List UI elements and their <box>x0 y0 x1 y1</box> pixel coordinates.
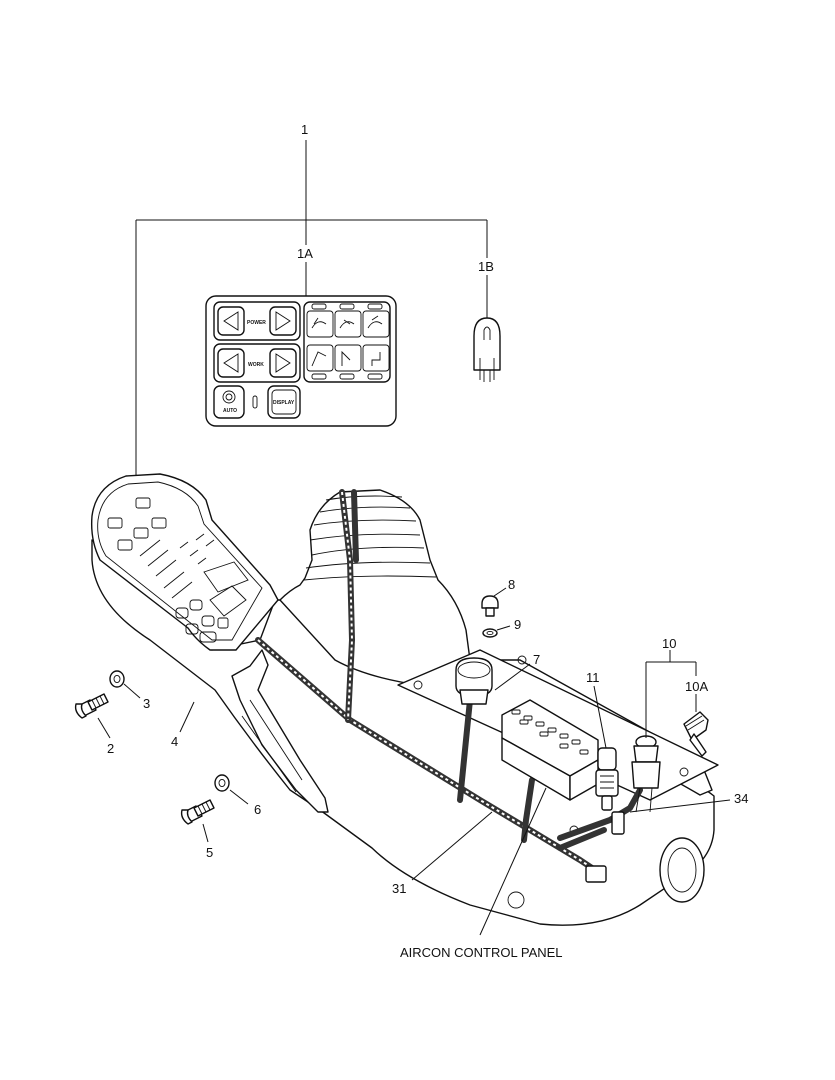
bulb-1b <box>473 317 501 382</box>
callout-labels: 1 1A 1B 2 3 4 5 6 7 8 9 10 10A 11 31 34 … <box>107 122 748 960</box>
callout-6: 6 <box>254 802 261 817</box>
callout-8: 8 <box>508 577 515 592</box>
callout-7: 7 <box>533 652 540 667</box>
aircon-control-panel <box>501 699 599 801</box>
callout-4: 4 <box>171 734 178 749</box>
callout-1a: 1A <box>297 246 313 261</box>
part-5-screw <box>180 799 215 825</box>
wire-harness-31 <box>255 489 643 883</box>
callout-31: 31 <box>392 881 406 896</box>
callout-5: 5 <box>206 845 213 860</box>
callout-34: 34 <box>734 791 748 806</box>
work-label: WORK <box>248 362 264 368</box>
part-3-washer <box>109 670 125 688</box>
callout-10: 10 <box>662 636 676 651</box>
callout-9: 9 <box>514 617 521 632</box>
part-10-key-switch <box>631 735 661 813</box>
part-2-screw <box>74 693 109 719</box>
part-9-washer <box>482 628 498 638</box>
power-label: POWER <box>247 320 266 326</box>
leader-lines <box>97 587 731 936</box>
part-8-screw <box>481 595 499 617</box>
part-10a-key <box>683 711 709 757</box>
part-6-washer <box>214 774 230 792</box>
part-7-knob <box>455 657 493 705</box>
callout-11: 11 <box>586 670 600 685</box>
console-body <box>90 473 719 926</box>
callout-1b: 1B <box>478 259 494 274</box>
auto-label: AUTO <box>223 408 237 414</box>
leader-group-1 <box>135 140 488 500</box>
callout-2: 2 <box>107 741 114 756</box>
part-11-connector <box>595 747 619 811</box>
callout-10a: 10A <box>685 679 708 694</box>
callout-1: 1 <box>301 122 308 137</box>
callout-3: 3 <box>143 696 150 711</box>
aircon-control-panel-label: AIRCON CONTROL PANEL <box>400 945 563 960</box>
switch-panel-1a: POWER WORK AUTO DISPLAY <box>205 295 397 427</box>
display-label: DISPLAY <box>273 400 295 406</box>
